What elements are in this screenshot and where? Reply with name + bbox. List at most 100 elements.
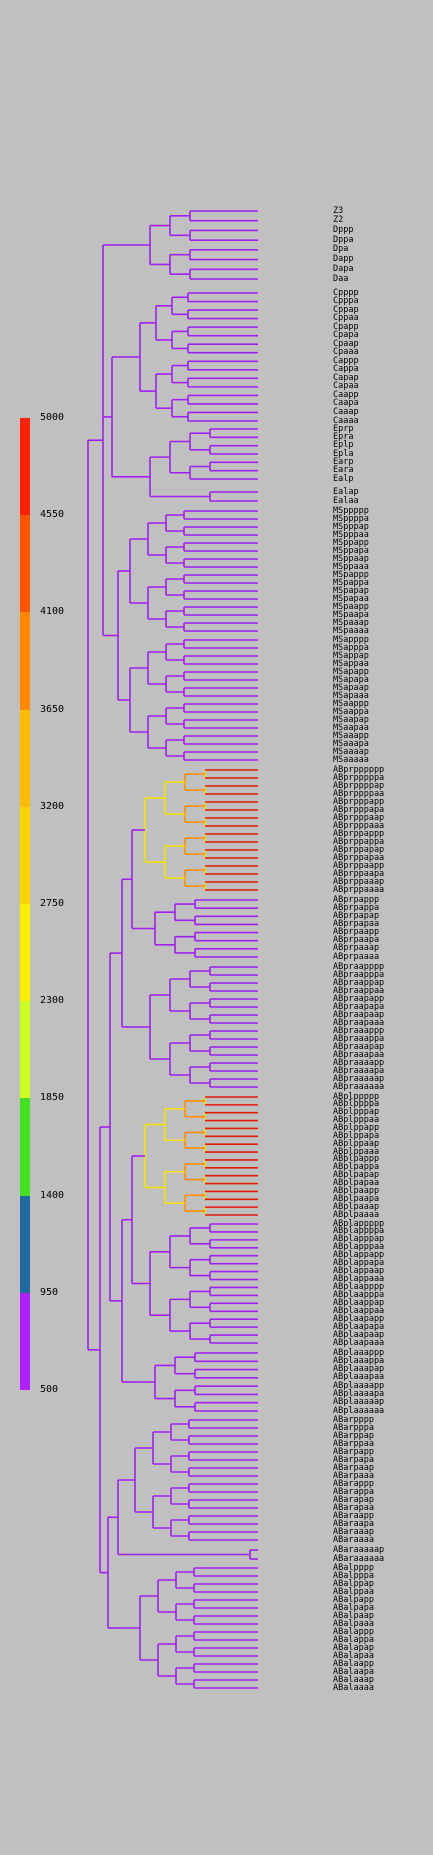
leaf-label: ABalaapa [333,1666,374,1677]
leaf-label: ABplppapp [333,1122,380,1133]
legend-band [20,904,30,1002]
leaf-label: ABplpappa [333,1162,380,1173]
legend-tick-label: 4100 [40,606,65,618]
leaf-label: MSapppa [333,642,369,653]
leaf-label: ABpraappap [333,977,385,988]
leaf-label: ABprpapap [333,910,380,921]
leaf-label: Cpaap [333,338,359,349]
legend-tick-label: 3200 [40,800,65,812]
leaf-label: ABpraaappa [333,1033,385,1044]
leaf-label: ABarapap [333,1494,374,1505]
leaf-label: ABplaappap [333,1297,385,1308]
leaf-label: ABarpapp [333,1446,374,1457]
leaf-label: ABprppppap [333,780,385,791]
leaf-label: ABarpaap [333,1462,374,1473]
leaf-label: ABarappp [333,1478,374,1489]
leaf-label: ABpraaaapp [333,1057,385,1068]
leaf-label: MSpppap [333,521,369,532]
leaf-label: ABprpappa [333,902,380,913]
leaf-label: Caapp [333,389,359,400]
leaf-label: ABplppppa [333,1099,380,1110]
leaf-label: ABplaaapaa [333,1372,385,1383]
leaf-label: ABarppaa [333,1438,374,1449]
legend-tick-label: 1400 [40,1189,65,1201]
leaf-label: ABplapppaa [333,1242,385,1253]
leaf-label: ABplppapa [333,1130,380,1141]
leaf-label: ABprppaapp [333,860,385,871]
leaf-label: MSpappp [333,569,369,580]
leaf-label: MSapppp [333,634,369,645]
leaf-label: Dapp [333,254,354,265]
leaf-label: ABprppapaa [333,852,385,863]
legend-band [20,1195,30,1294]
leaf-label: MSaaapp [333,730,369,741]
legend-band [20,1001,30,1099]
leaf-label: Earp [333,456,354,467]
leaf-label: MSappap [333,650,369,661]
leaf-label: MSapaap [333,682,369,693]
leaf-label: ABarppap [333,1430,374,1441]
leaf-label: Dpa [333,244,349,255]
leaf-label: ABprpppaap [333,812,385,823]
leaf-label: ABprppappp [333,828,385,839]
leaf-label: ABplaappaa [333,1305,385,1316]
leaf-label: Caaap [333,406,359,417]
leaf-label: ABprpppapp [333,796,385,807]
leaf-label: ABplappapa [333,1258,385,1269]
leaf-label: Cappp [333,355,359,366]
leaf-label: Daa [333,273,349,284]
leaf-label: ABalpppa [333,1570,374,1581]
leaf-label: ABaraaap [333,1526,374,1537]
leaf-label: ABpraappaa [333,985,385,996]
leaf-label: ABplappppp [333,1218,385,1229]
leaf-label: ABplappaap [333,1266,385,1277]
leaf-label: ABaraapa [333,1518,374,1529]
leaf-label: ABalapaa [333,1650,374,1661]
leaf-label: ABpraaaaaa [333,1081,385,1092]
leaf-label: ABplapppap [333,1234,385,1245]
leaf-label: ABprpppppa [333,772,385,783]
leaf-label: ABaraaaa [333,1534,374,1545]
leaf-label: ABplaapppp [333,1281,385,1292]
leaf-label: MSpapap [333,585,369,596]
leaf-label: MSpaapa [333,609,369,620]
leaf-label: ABprpaaaa [333,951,380,962]
leaf-label: ABarappa [333,1486,374,1497]
leaf-label: ABarpaaa [333,1470,374,1481]
leaf-label: Caaaa [333,415,359,426]
leaf-label: ABalpapp [333,1594,374,1605]
leaf-label: ABalpppp [333,1562,374,1573]
leaf-label: ABplppppp [333,1091,380,1102]
leaf-label: Cpppp [333,287,359,298]
leaf-label: Z3 [333,205,344,216]
leaf-label: ABpraapaaa [333,1017,385,1028]
leaf-label: ABprpppppp [333,764,385,775]
leaf-label: Z2 [333,215,344,226]
leaf-label: ABplaaapap [333,1364,385,1375]
leaf-label: MSpaapp [333,601,369,612]
legend-band [20,515,30,613]
leaf-label: ABarpapa [333,1454,374,1465]
leaf-label: MSppaap [333,553,369,564]
leaf-label: ABplpaapa [333,1193,380,1204]
leaf-label: ABalaapp [333,1658,374,1669]
leaf-label: ABprpapaa [333,918,380,929]
leaf-label: Dppa [333,234,354,245]
leaf-label: MSaaaap [333,746,369,757]
leaf-label: ABalppap [333,1578,374,1589]
leaf-label: ABplappapp [333,1250,385,1261]
leaf-label: Cpaaa [333,347,359,358]
leaf-label: ABplpaaap [333,1201,380,1212]
leaf-label: MSapaaa [333,690,369,701]
leaf-label: MSpaaap [333,617,369,628]
leaf-label: MSaaaaa [333,754,369,765]
leaf-label: ABalpaap [333,1610,374,1621]
leaf-label: ABprppaaap [333,876,385,887]
leaf-label: ABpraapapa [333,1001,385,1012]
legend-tick-label: 3650 [40,703,65,715]
leaf-label: ABalpapa [333,1602,374,1613]
leaf-label: MSppppp [333,505,369,516]
